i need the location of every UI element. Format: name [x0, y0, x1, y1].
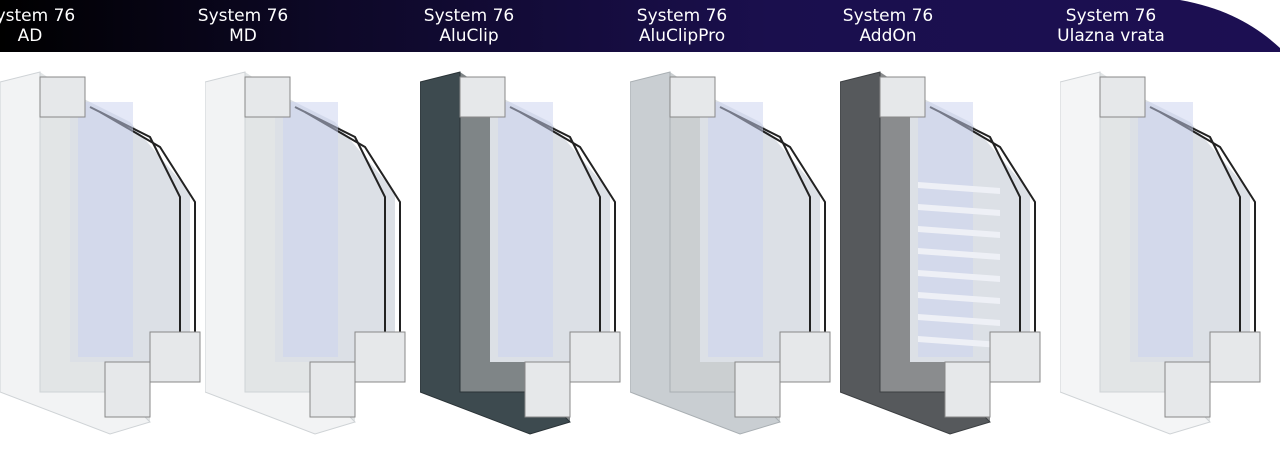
product-name: AddOn [859, 26, 917, 46]
frame-reveal [460, 72, 570, 422]
product-name: AD [17, 26, 43, 46]
profile-section [879, 76, 926, 118]
window-profile-image [839, 62, 1050, 457]
frame-reveal [1100, 72, 1210, 422]
profile-section [39, 76, 86, 118]
frame-reveal [880, 72, 990, 422]
profile-section [524, 361, 571, 418]
product-line: System 76 [1065, 6, 1157, 26]
window-corner-illustration [204, 71, 406, 435]
product-line: System 76 [0, 6, 76, 26]
product-line: System 76 [197, 6, 289, 26]
product-line: System 76 [636, 6, 728, 26]
profile-section [309, 361, 356, 418]
profile-section [459, 76, 506, 118]
window-corner-illustration [839, 71, 1041, 435]
product-name: Ulazna vrata [1057, 26, 1165, 46]
profile-section [989, 331, 1041, 383]
frame-reveal [245, 72, 355, 422]
profile-section [569, 331, 621, 383]
header-banner [0, 0, 1280, 52]
window-profile-image [0, 62, 210, 457]
glass-highlight [78, 102, 133, 357]
profile-section [354, 331, 406, 383]
window-profile-image [204, 62, 415, 457]
window-corner-illustration [1059, 71, 1261, 435]
profile-section [1164, 361, 1211, 418]
blind-slat [918, 336, 1000, 348]
product-line: System 76 [423, 6, 515, 26]
profile-section [149, 331, 201, 383]
product-name: AluClip [439, 26, 499, 46]
window-profile-image [1059, 62, 1270, 457]
window-corner-illustration [629, 71, 831, 435]
frame-reveal [40, 72, 150, 422]
blind-slat [918, 248, 1000, 260]
window-corner-illustration [419, 71, 621, 435]
profile-section [104, 361, 151, 418]
product-name: AluClipPro [638, 26, 726, 46]
profile-section [1209, 331, 1261, 383]
glass-highlight [708, 102, 763, 357]
window-corner-illustration [0, 71, 201, 435]
frame-reveal [670, 72, 780, 422]
profile-section [734, 361, 781, 418]
profile-section [244, 76, 291, 118]
window-profile-image [629, 62, 840, 457]
profile-section [669, 76, 716, 118]
glass-highlight [1138, 102, 1193, 357]
product-name: MD [229, 26, 257, 46]
profile-section [779, 331, 831, 383]
blind-slat [918, 204, 1000, 216]
blind-slat [918, 314, 1000, 326]
window-profile-image [419, 62, 630, 457]
blind-slat [918, 270, 1000, 282]
glass-highlight [498, 102, 553, 357]
blind-slat [918, 292, 1000, 304]
product-line: System 76 [842, 6, 934, 26]
profile-section [1099, 76, 1146, 118]
profile-section [944, 361, 991, 418]
glass-highlight [283, 102, 338, 357]
blind-slat [918, 226, 1000, 238]
blind-slat [918, 182, 1000, 194]
